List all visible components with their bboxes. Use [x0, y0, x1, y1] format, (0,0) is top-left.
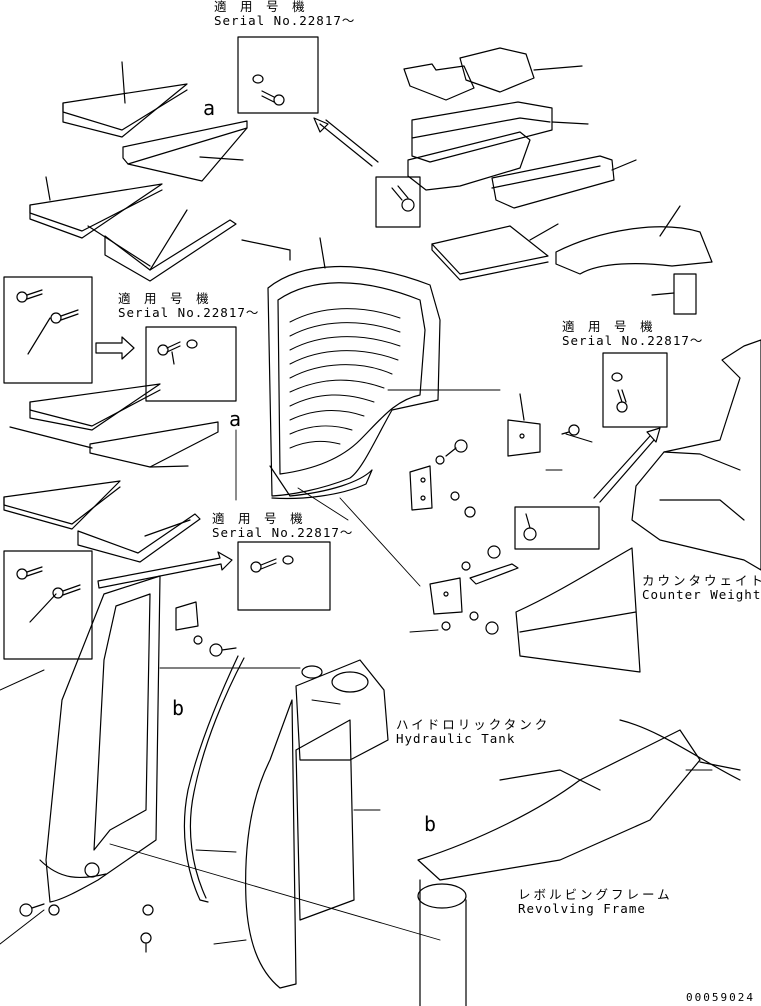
- top-bolt: [392, 186, 414, 211]
- hinge-right: [508, 394, 540, 456]
- reference-letter-b-left: b: [172, 696, 185, 720]
- side-cover-panel: [516, 548, 640, 672]
- callout-box-top: [238, 37, 318, 113]
- reference-letter-b-frame: b: [424, 812, 437, 836]
- counterweight-label: カウンタウェイト Counter Weight: [642, 573, 761, 602]
- hood-panel-long: [412, 102, 588, 162]
- applicability-label-mid-left: 適 用 号 機 Serial No.22817～: [118, 291, 260, 320]
- applicability-label-right: 適 用 号 機 Serial No.22817～: [562, 319, 704, 348]
- callout-box-left-bolts-1: [4, 277, 92, 383]
- hood-panel-right: [492, 156, 636, 208]
- hinge-upper: [410, 466, 432, 510]
- callout-box-mid-left: [146, 327, 236, 401]
- cover-bracket-1: [123, 121, 247, 181]
- cover-bracket-2: [88, 210, 236, 281]
- grille-louvers: [290, 309, 400, 448]
- callout-box-center-bolt: [515, 507, 599, 549]
- bolt-set-left-2: [17, 567, 80, 622]
- bottom-bolts: [20, 904, 153, 952]
- callout-box-center: [238, 542, 330, 610]
- hood-block: [674, 274, 696, 314]
- hood-block-leader: [652, 293, 674, 295]
- counterweight: [632, 340, 761, 570]
- arrow-up-to-top-callout: [314, 118, 378, 166]
- document-number: 00059024: [686, 991, 755, 1004]
- weather-strip: [184, 656, 244, 902]
- leader-lines: [0, 434, 712, 944]
- cover-pad-2: [30, 177, 162, 238]
- cover-bracket-3: [10, 422, 218, 467]
- hood-panel-mid: [408, 132, 530, 190]
- applicability-label-top: 適 用 号 機 Serial No.22817～: [214, 0, 356, 28]
- door-bracket: [176, 602, 236, 656]
- bolt-set-right: [612, 373, 627, 412]
- arrow-left-callout: [96, 337, 134, 359]
- cover-pad-1: [63, 62, 187, 137]
- reference-letter-a-mid: a: [229, 407, 242, 431]
- hood-cover-curved: [556, 206, 712, 274]
- hood-cover-pad: [432, 224, 558, 280]
- bolt-set-top: [253, 75, 284, 105]
- cover-bracket-4: [78, 514, 200, 562]
- hinge-bracket-lower: [470, 564, 518, 584]
- bolt-set-mid-left: [158, 340, 197, 364]
- hydraulic-tank: [296, 660, 388, 760]
- callout-box-top-center: [376, 177, 420, 227]
- front-door-panel: [40, 576, 160, 902]
- cover-pad-4: [4, 481, 120, 529]
- revolving-frame-label: レボルビングフレーム Revolving Frame: [518, 887, 673, 916]
- hinge-lower: [430, 578, 462, 614]
- radiator-grille-cover: [268, 267, 440, 499]
- applicability-label-center: 適 用 号 機 Serial No.22817～: [212, 511, 354, 540]
- alignment-lines: [110, 390, 500, 940]
- cover-pad-3: [30, 384, 160, 430]
- arrow-to-center-callout: [98, 552, 232, 588]
- hydraulic-tank-label: ハイドロリックタンク Hydraulic Tank: [396, 717, 551, 746]
- reference-letter-a-top: a: [203, 96, 216, 120]
- arrow-to-right-callout: [594, 428, 660, 502]
- hood-plate-small: [404, 64, 474, 100]
- side-fender-panel: [246, 700, 354, 988]
- bolt-set-center: [251, 556, 293, 572]
- revolving-frame: [418, 720, 740, 1006]
- callout-box-left-bolts-2: [4, 551, 92, 659]
- small-pin: [242, 240, 290, 260]
- hood-plate-cap: [460, 48, 582, 92]
- grille-leader: [320, 238, 325, 268]
- callout-box-right: [603, 353, 667, 427]
- fasteners-center: [436, 425, 579, 634]
- bolt-set-left-1: [17, 290, 78, 354]
